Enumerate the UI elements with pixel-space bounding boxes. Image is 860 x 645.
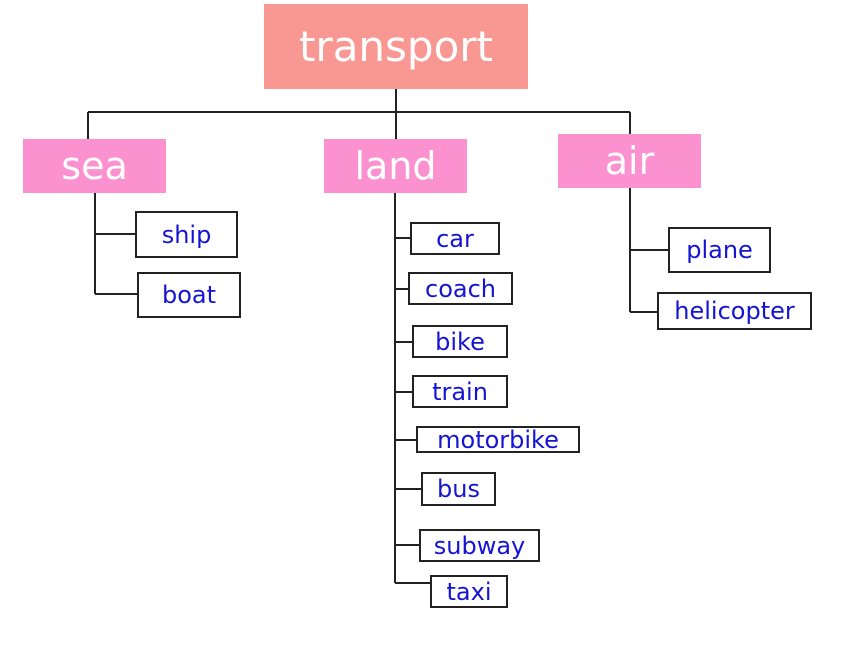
leaf-subway: subway: [419, 529, 540, 562]
leaf-helicopter: helicopter: [657, 292, 812, 330]
leaf-ship: ship: [135, 211, 238, 258]
leaf-car: car: [410, 222, 500, 255]
leaf-taxi: taxi: [430, 575, 508, 608]
category-sea: sea: [23, 139, 166, 193]
leaf-bike: bike: [412, 325, 508, 358]
category-land: land: [324, 139, 467, 193]
leaf-motorbike: motorbike: [416, 426, 580, 454]
root-node-transport: transport: [264, 4, 528, 89]
category-air: air: [558, 134, 701, 188]
leaf-coach: coach: [408, 272, 513, 305]
leaf-train: train: [412, 375, 508, 408]
leaf-plane: plane: [668, 227, 771, 273]
leaf-bus: bus: [421, 472, 496, 506]
leaf-boat: boat: [137, 272, 241, 318]
